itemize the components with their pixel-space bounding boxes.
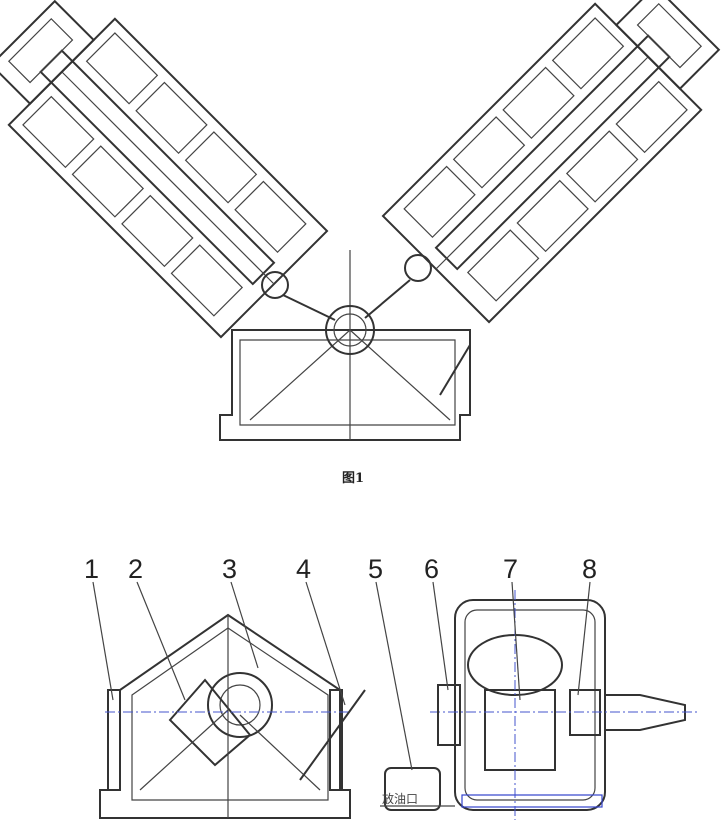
- part-number-5: 5: [368, 554, 383, 584]
- part-number-6: 6: [424, 554, 439, 584]
- part-number-8: 8: [582, 554, 597, 584]
- part-callouts: 1 2 3 4 5 6 7 8: [84, 554, 597, 771]
- part-number-1: 1: [84, 554, 99, 584]
- right-cylinder-block: [381, 0, 721, 324]
- front-view: [99, 613, 366, 819]
- part-number-7: 7: [503, 554, 518, 584]
- figure1-caption: 图1: [342, 471, 364, 486]
- part-number-4: 4: [296, 554, 311, 584]
- figure1-drawing: 图1: [0, 0, 721, 486]
- part-number-2: 2: [128, 554, 143, 584]
- oil-drain-label: 放油口: [382, 791, 418, 806]
- crankcase: [219, 329, 471, 441]
- part-number-3: 3: [222, 554, 237, 584]
- left-cylinder-block: [0, 0, 329, 339]
- crankshaft: [325, 305, 375, 355]
- side-view: 放油口: [380, 590, 700, 820]
